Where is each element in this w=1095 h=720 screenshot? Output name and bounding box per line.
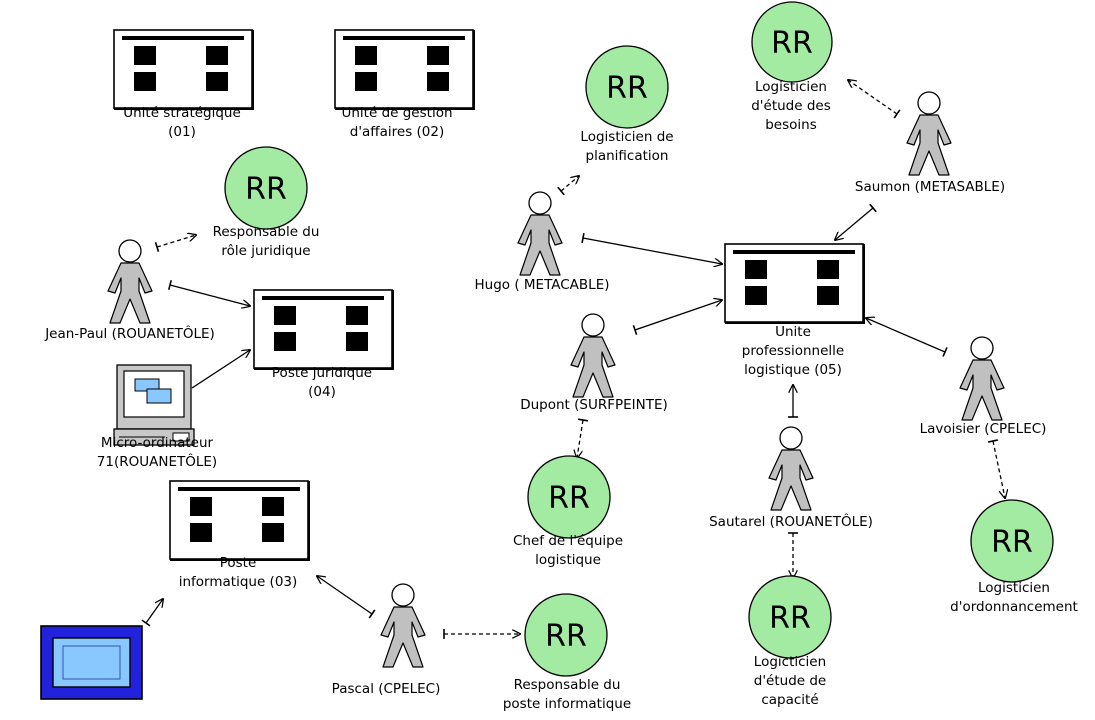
link-pascal-poste-informatique <box>317 576 372 614</box>
role-symbol: RR <box>769 601 811 636</box>
label-line: Logisticien <box>978 580 1050 596</box>
role-log-capacite[interactable]: RR <box>748 575 832 659</box>
role-chef-logistique-label: Chef de l'équipe logistique <box>513 532 623 570</box>
connectors <box>146 80 1005 634</box>
unit-strategique-label: Unité stratégique (01) <box>123 104 241 142</box>
label-line: d'étude des <box>751 98 831 114</box>
unit-strategique[interactable] <box>113 29 255 111</box>
role-log-besoins-label: Logisticien d'étude des besoins <box>751 78 831 135</box>
screen-device-icon[interactable] <box>40 625 143 700</box>
label-line: Poste <box>219 555 257 571</box>
role-resp-informatique[interactable]: RR <box>524 593 608 677</box>
role-symbol: RR <box>991 525 1033 560</box>
label-line: d'ordonnancement <box>950 599 1078 615</box>
label-line: Unite <box>775 324 811 340</box>
label-line: poste informatique <box>502 696 632 712</box>
label-line: Poste juridique <box>271 365 373 381</box>
actor-pascal[interactable] <box>380 583 426 668</box>
actor-dupont-label: Dupont (SURFPEINTE) <box>520 397 668 413</box>
role-symbol: RR <box>548 481 590 516</box>
role-resp-informatique-label: Responsable du poste informatique <box>503 676 631 714</box>
actor-dupont[interactable] <box>570 313 616 398</box>
label-line: 71(ROUANETÔLE) <box>96 454 218 470</box>
role-resp-juridique[interactable]: RR <box>224 146 308 230</box>
unit-poste-informatique[interactable] <box>169 480 311 562</box>
actor-hugo-label: Hugo ( METACABLE) <box>474 277 610 293</box>
label-line: Chef de l'équipe <box>512 533 624 549</box>
label-line: d'affaires (02) <box>349 124 445 140</box>
label-line: rôle juridique <box>221 243 311 259</box>
unit-gestion-label: Unité de gestion d'affaires (02) <box>341 104 452 142</box>
label-line: Logicticien <box>753 654 827 670</box>
unit-informatique-label: Poste informatique (03) <box>179 554 298 592</box>
label-line: Responsable du <box>212 224 320 240</box>
label-line: besoins <box>765 117 817 133</box>
link-micro-poste-juridique <box>191 350 250 389</box>
label-line: (01) <box>168 124 196 140</box>
label-line: (04) <box>308 384 336 400</box>
label-line: logistique (05) <box>744 362 842 378</box>
actor-jean-paul-label: Jean-Paul (ROUANETÔLE) <box>45 326 215 342</box>
role-link-jeanpaul <box>157 235 196 247</box>
actor-saumon-label: Saumon (METASABLE) <box>854 179 1006 195</box>
role-symbol: RR <box>606 71 648 106</box>
label-line: informatique (03) <box>178 574 298 590</box>
label-line: Responsable du <box>513 677 621 693</box>
actor-pascal-label: Pascal (CPELEC) <box>331 681 441 697</box>
role-link-hugo <box>561 176 579 191</box>
role-link-dupont <box>577 420 583 458</box>
computer-icon[interactable] <box>113 364 195 446</box>
label-line: Unité de gestion <box>341 105 453 121</box>
label-line: Logisticien <box>755 79 827 95</box>
link-dupont-unite-logistique <box>635 300 722 330</box>
role-log-capacite-label: Logicticien d'étude de capacité <box>754 653 826 710</box>
unit-poste-juridique[interactable] <box>253 289 395 371</box>
actor-saumon[interactable] <box>906 91 952 176</box>
actor-jean-paul[interactable] <box>107 239 153 324</box>
role-symbol: RR <box>245 172 287 207</box>
role-symbol: RR <box>771 26 813 61</box>
role-log-planification-label: Logisticien de planification <box>580 128 673 166</box>
unit-logistique[interactable] <box>724 243 866 325</box>
unit-gestion-affaires[interactable] <box>334 29 476 111</box>
link-screen-poste-informatique <box>146 599 163 623</box>
label-line: professionnelle <box>741 343 845 359</box>
role-link-lavoisier <box>993 441 1005 498</box>
label-line: logistique <box>535 552 601 568</box>
role-chef-logistique[interactable]: RR <box>527 455 611 539</box>
role-symbol: RR <box>545 619 587 654</box>
role-resp-juridique-label: Responsable du rôle juridique <box>213 223 320 261</box>
role-link-saumon <box>848 80 897 114</box>
role-log-besoins[interactable]: RR <box>751 1 833 83</box>
actor-lavoisier[interactable] <box>959 336 1005 421</box>
actor-sautarel-label: Sautarel (ROUANETÔLE) <box>709 514 873 530</box>
label-line: capacité <box>761 692 819 708</box>
link-lavoisier-unite-logistique <box>866 318 945 352</box>
role-log-ordonnancement-label: Logisticien d'ordonnancement <box>950 579 1078 617</box>
role-log-planification[interactable]: RR <box>585 45 669 129</box>
label-line: Logisticien de <box>580 129 674 145</box>
link-jeanpaul-poste-juridique <box>170 285 250 306</box>
unit-logistique-label: Unite professionnelle logistique (05) <box>742 323 844 380</box>
label-line: Micro-ordinateur <box>100 435 214 451</box>
unit-juridique-label: Poste juridique (04) <box>272 364 372 402</box>
role-log-ordonnancement[interactable]: RR <box>970 499 1054 583</box>
actor-hugo[interactable] <box>517 191 563 276</box>
label-line: Unité stratégique <box>123 105 241 121</box>
label-line: planification <box>585 148 669 164</box>
link-hugo-unite-logistique <box>583 238 722 264</box>
actor-lavoisier-label: Lavoisier (CPELEC) <box>919 421 1047 437</box>
link-saumon-unite-logistique <box>835 208 873 240</box>
label-line: d'étude de <box>753 673 827 689</box>
device-micro-label: Micro-ordinateur 71(ROUANETÔLE) <box>97 434 217 472</box>
actor-sautarel[interactable] <box>768 426 814 511</box>
